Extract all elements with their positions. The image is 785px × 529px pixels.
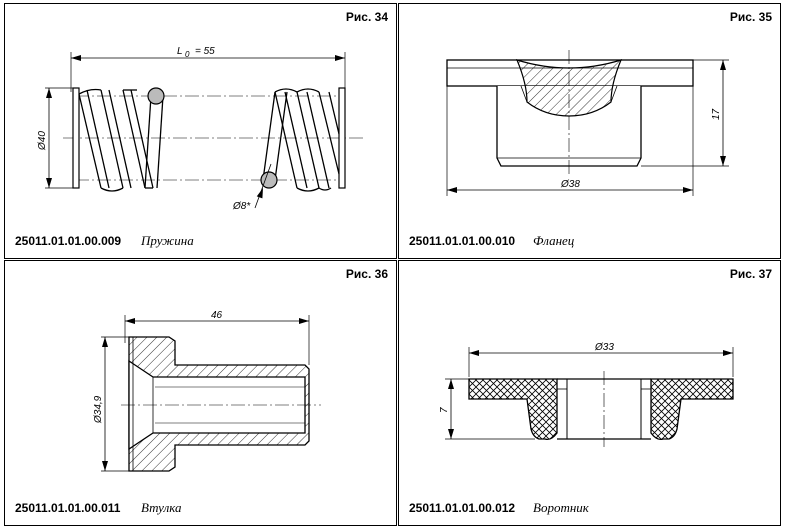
figure-number: Рис. 36 [345,267,388,281]
part-code: 25011.01.01.00.009 [15,234,122,248]
diameter-label: Ø40 [37,131,48,151]
length-subscript: 0 [185,50,190,59]
part-code: 25011.01.01.00.010 [409,234,516,248]
flange-drawing: 17 Ø38 [446,50,729,196]
panel-collar: Рис. 37 Ø33 7 25011.01.01.00.012 Воротни… [398,260,781,526]
height-label: 17 [711,108,722,120]
part-code: 25011.01.01.00.012 [409,501,516,515]
panel-spring: Рис. 34 L 0 = 55 Ø40 [4,3,397,259]
wire-diameter-label: Ø8* [232,201,251,212]
panel-bushing: Рис. 36 46 Ø34,9 25011.01.01.00.011 Втул… [4,260,397,526]
length-value: = 55 [195,46,215,57]
part-name: Воротник [533,500,589,515]
bushing-drawing: 46 Ø34,9 [93,310,321,472]
figure-number: Рис. 37 [729,267,772,281]
diameter-label: Ø38 [560,179,580,190]
collar-drawing: Ø33 7 [439,342,734,447]
figure-number: Рис. 34 [345,10,388,24]
part-name: Пружина [141,233,194,248]
part-code: 25011.01.01.00.011 [15,501,121,515]
panel-flange: Рис. 35 17 Ø38 25011.01.01.00.010 Фланец [398,3,781,259]
length-symbol: L [177,46,183,57]
part-name: Втулка [141,500,182,515]
spring-drawing: L 0 = 55 Ø40 [37,46,365,212]
diameter-label: Ø33 [594,342,614,353]
length-label: 46 [211,310,223,321]
diameter-label: Ø34,9 [93,395,104,424]
part-name: Фланец [533,233,575,248]
height-label: 7 [439,407,450,413]
figure-number: Рис. 35 [729,10,772,24]
